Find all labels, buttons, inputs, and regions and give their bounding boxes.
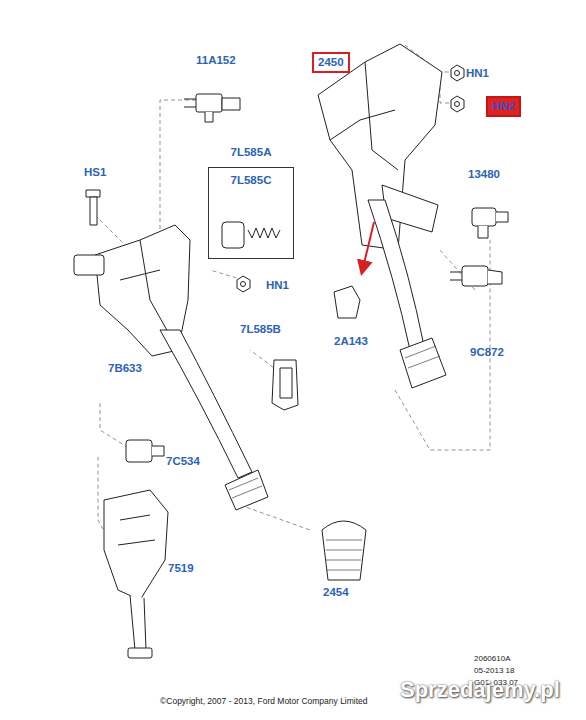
callout-number: 2454	[323, 586, 349, 599]
group-heading: 7L585A	[208, 146, 294, 159]
group-border: 7L585C	[208, 167, 294, 259]
callout-number: 7C534	[166, 455, 200, 468]
callout-number: HN1	[466, 67, 489, 80]
part-number: HN2	[492, 100, 515, 113]
part-group-box: 7L585A 7L585C	[208, 146, 294, 259]
callout-number: 9C872	[470, 346, 504, 359]
part-number-box: HN2	[486, 96, 521, 117]
callout-number: 7B633	[108, 362, 142, 375]
callout-number: 7519	[168, 562, 194, 575]
copyright-note: ©Copyright, 2007 - 2013, Ford Motor Comp…	[160, 697, 368, 706]
callout-number: 13480	[468, 168, 500, 181]
callout-number: HN1	[266, 279, 289, 292]
callout-number: 11A152	[196, 54, 236, 67]
drawing-code: 2060610A	[474, 655, 510, 664]
drawing-code: 05-2013 18	[474, 667, 514, 676]
part-number-box: 2450	[312, 52, 350, 73]
part-number: 2450	[318, 56, 344, 69]
callout-number: HS1	[84, 166, 106, 179]
part-number: 7L585C	[209, 174, 293, 187]
callout-number: 7L585B	[240, 323, 281, 336]
watermark: Sprzedajemy.pl	[400, 678, 560, 702]
callout-number: 2A143	[334, 335, 368, 348]
